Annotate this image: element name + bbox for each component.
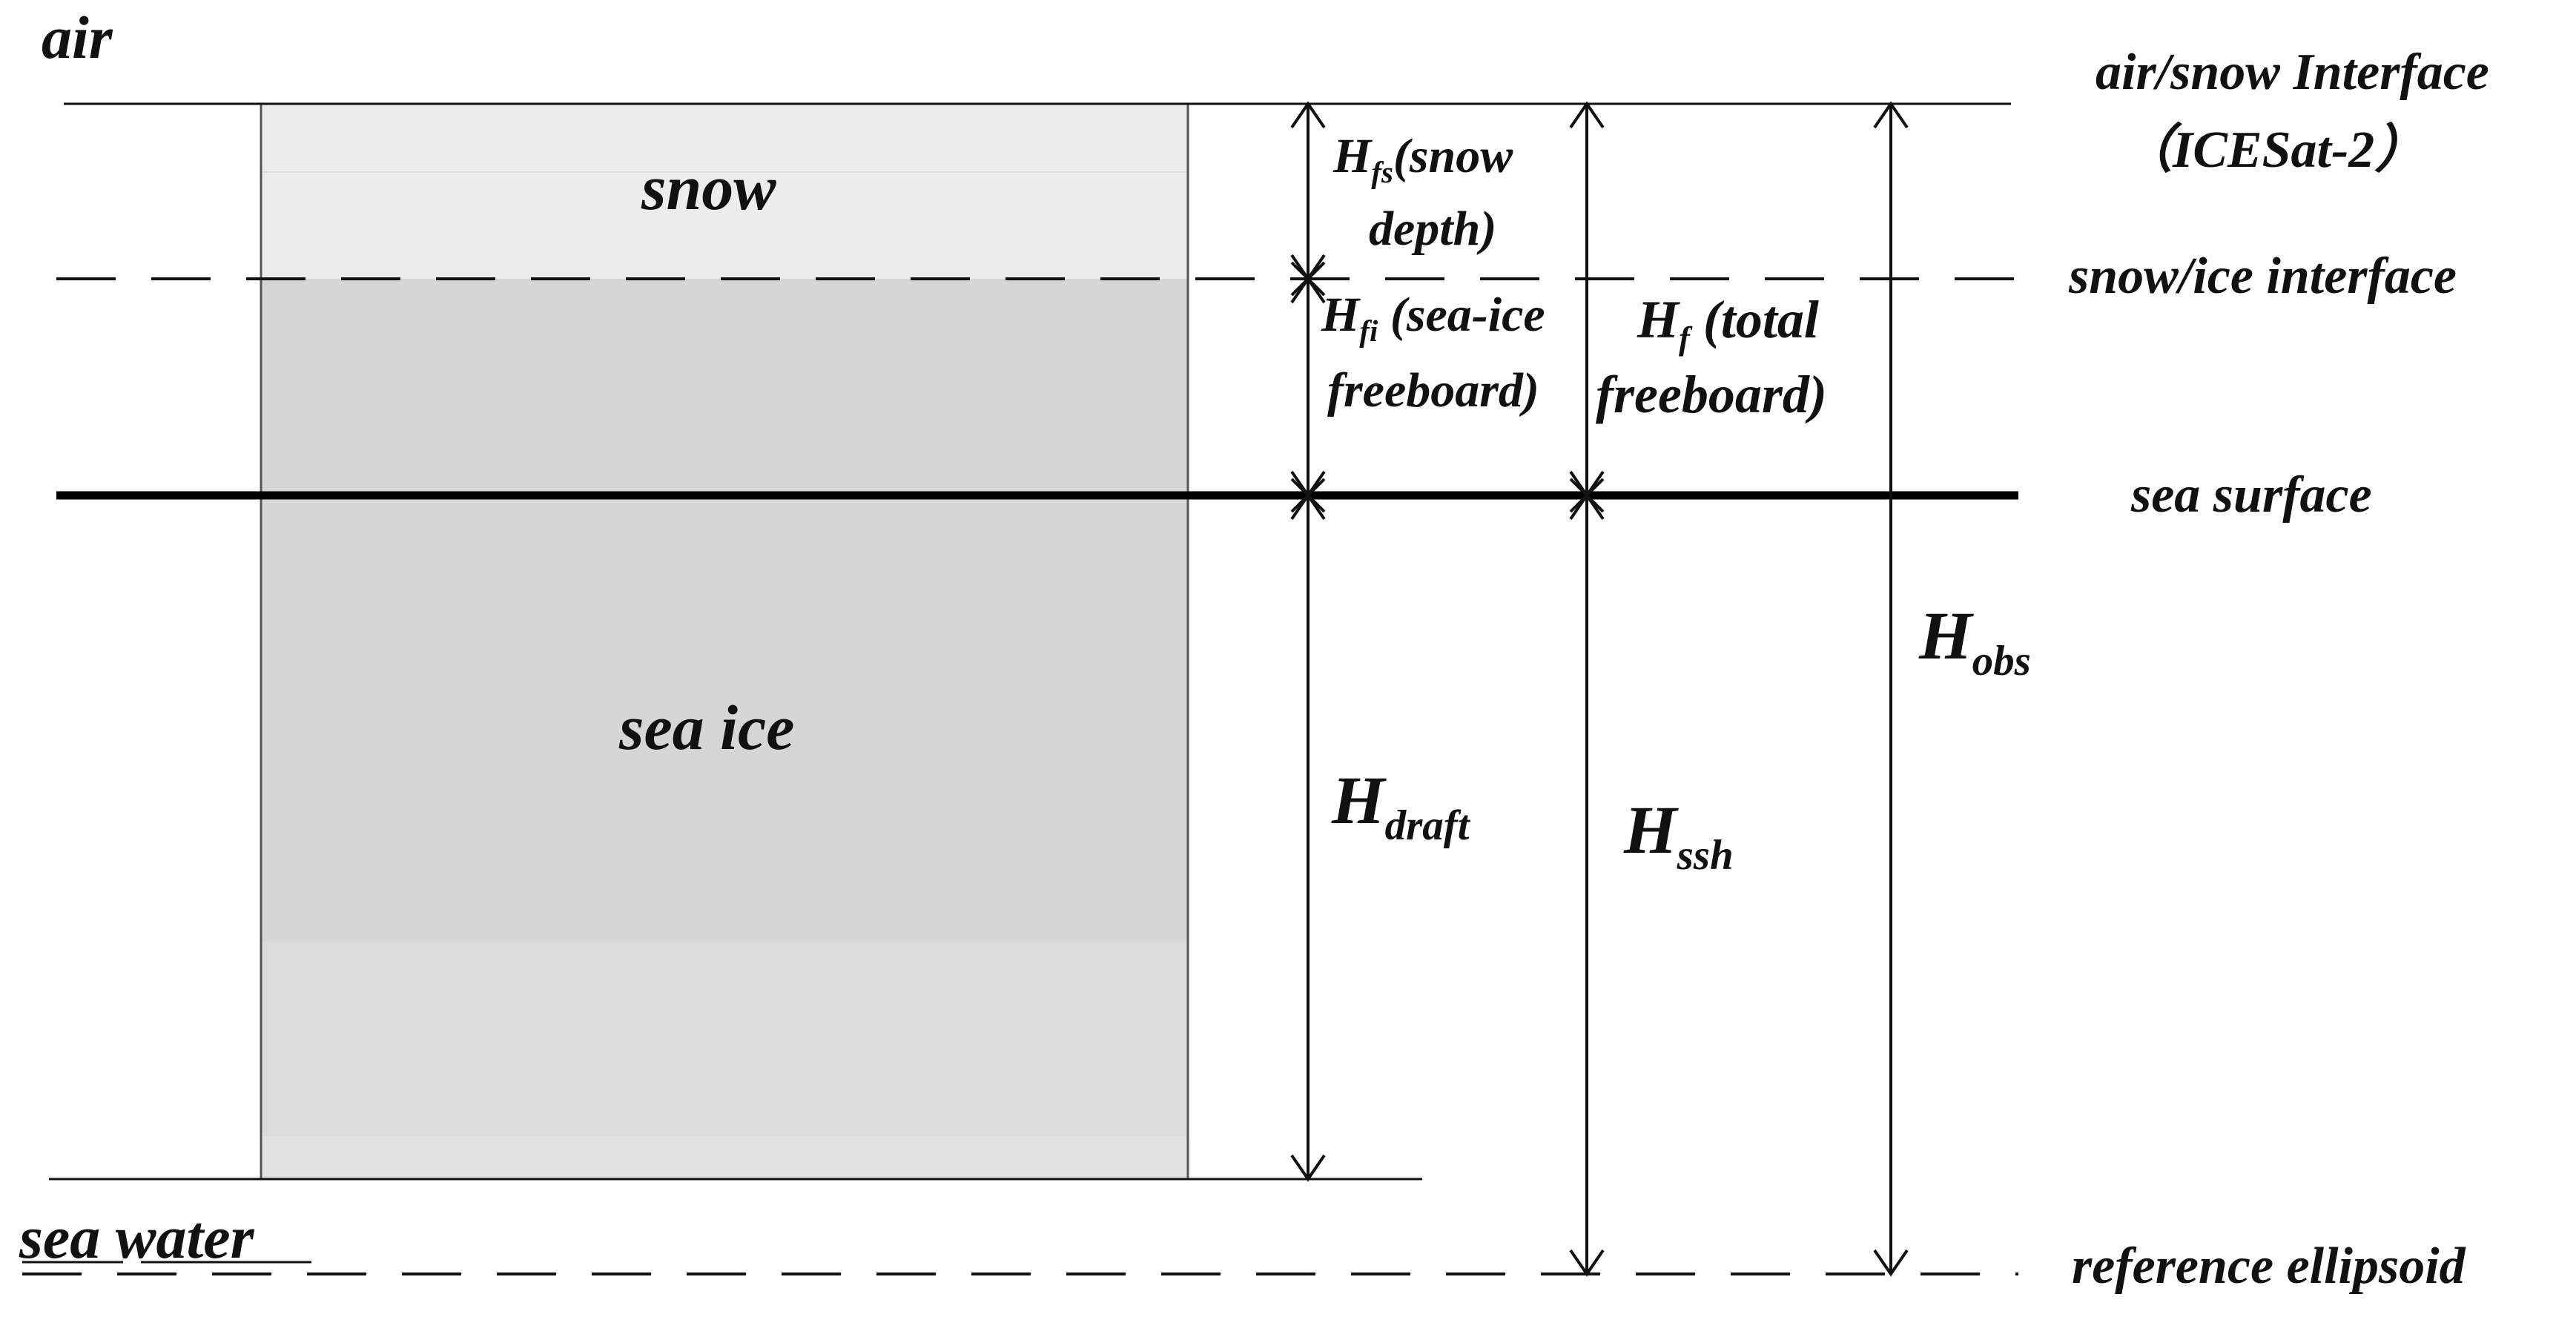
hdraft-label: Hdraft xyxy=(1331,762,1471,849)
sea-surface-label: sea surface xyxy=(2130,466,2372,524)
snow-ice-interface-label: snow/ice interface xyxy=(2068,248,2457,305)
air-label: air xyxy=(42,4,113,71)
hfs-arrow-head-top xyxy=(1290,101,1326,129)
hf-label-line2: freeboard) xyxy=(1596,365,1827,424)
hf-label: Hf (total xyxy=(1637,290,1819,357)
sea-ice-label: sea ice xyxy=(618,692,794,763)
hfi-label-line2: freeboard) xyxy=(1327,363,1539,417)
hssh-arrow-head-bottom xyxy=(1569,1249,1605,1277)
hf-arrow-head-top xyxy=(1569,101,1605,129)
air-snow-interface-label: air/snow Interface xyxy=(2096,44,2489,101)
sea-ice-upper xyxy=(261,279,1188,942)
sea-water-label: sea water xyxy=(19,1204,255,1271)
sea-ice-lower xyxy=(261,942,1188,1136)
cross-marker-sea-surface-left-b xyxy=(1290,478,1326,513)
snow-label: snow xyxy=(641,152,776,223)
cross-marker-snow-ice-b xyxy=(1290,261,1326,297)
cross-marker-sea-surface-right-b xyxy=(1569,478,1605,513)
hssh-label: Hssh xyxy=(1623,792,1734,879)
hobs-label: Hobs xyxy=(1918,598,2031,684)
sea-ice-bottom xyxy=(261,1136,1188,1179)
hdraft-arrow-head-bottom xyxy=(1290,1154,1326,1182)
icesat2-label: （ICESat-2） xyxy=(2121,121,2426,179)
hfs-label: Hfs(snow xyxy=(1332,129,1513,189)
snow-layer xyxy=(261,104,1188,279)
hfs-label-line2: depth) xyxy=(1369,202,1496,256)
hobs-arrow-head-bottom xyxy=(1873,1249,1909,1277)
hfi-label: Hfi (sea-ice xyxy=(1321,288,1545,348)
hobs-arrow-head-top xyxy=(1873,101,1909,129)
reference-ellipsoid-label: reference ellipsoid xyxy=(2072,1238,2466,1295)
